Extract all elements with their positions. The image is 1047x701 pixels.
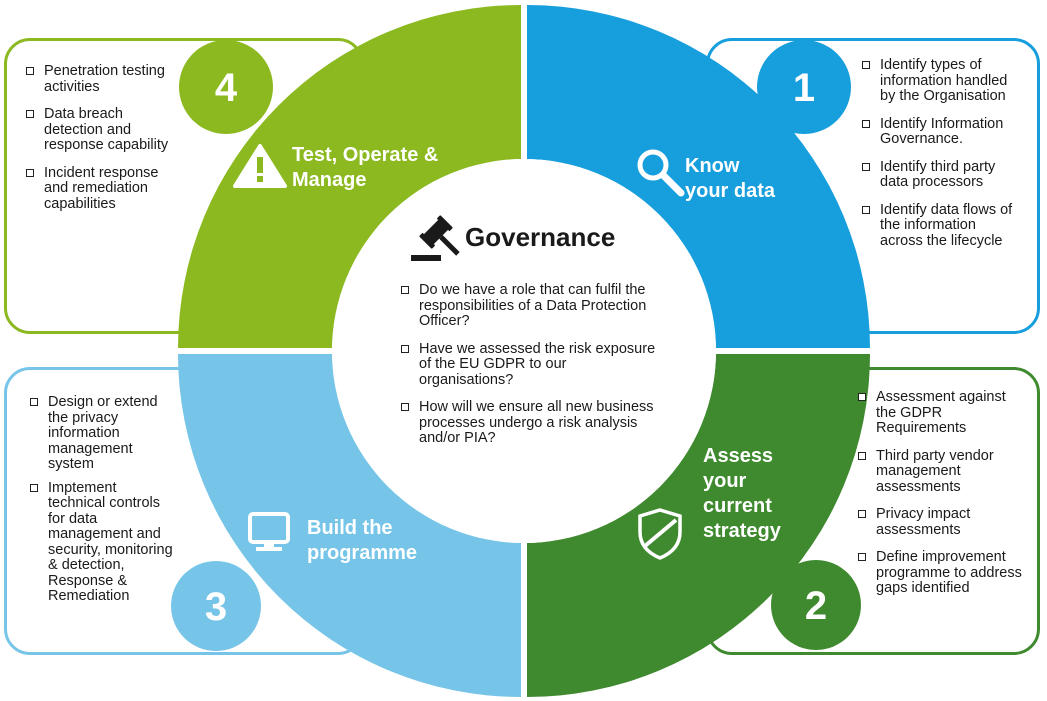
number-2: 2	[805, 584, 827, 628]
gavel-icon	[411, 215, 460, 261]
checkbox-icon	[26, 67, 34, 75]
checkbox-icon	[401, 286, 409, 294]
number-circle-3	[171, 561, 261, 651]
checkbox-icon	[862, 61, 870, 69]
checkbox-icon	[858, 510, 866, 518]
list-item: How will we ensure all new business proc…	[399, 399, 661, 447]
checkbox-icon	[862, 205, 870, 214]
number-circle-4	[179, 40, 273, 134]
number-circle-2	[771, 560, 861, 650]
quadrant-2-title-line-2: your	[703, 470, 747, 492]
list-item: Imptement technical controls for data ma…	[28, 480, 176, 605]
list-item: Penetration testing activities	[24, 63, 178, 95]
list-item: Identify types of information handled by…	[860, 57, 1020, 105]
number-3: 3	[205, 585, 227, 629]
governance-question-list: Do we have a role that can fulfil the re…	[399, 282, 661, 459]
quadrant-4-title-line-2: Manage	[292, 169, 366, 191]
quadrant-1-title-line-1: Know	[685, 155, 740, 177]
list-item: Do we have a role that can fulfil the re…	[399, 282, 661, 330]
checkbox-icon	[26, 110, 34, 118]
list-item: Design or extend the privacy information…	[28, 394, 176, 473]
checkbox-icon	[30, 398, 38, 406]
list-item: Identify data flows of the information a…	[860, 202, 1020, 250]
checkbox-icon	[401, 344, 409, 353]
quadrant-3-title-line-2: programme	[307, 542, 417, 564]
number-1: 1	[793, 66, 815, 110]
list-item: Incident response and remediation capabi…	[24, 165, 178, 213]
number-circle-1	[757, 40, 851, 134]
shield-icon	[638, 508, 682, 560]
checkbox-icon	[30, 483, 38, 492]
list-item: Define improvement programme to address …	[856, 549, 1028, 597]
quadrant-1-title-line-2: your data	[685, 180, 776, 202]
test-operate-list: Penetration testing activities Data brea…	[24, 63, 178, 224]
checkbox-icon	[858, 553, 866, 561]
magnifier-icon	[637, 149, 685, 197]
governance-title: Governance	[465, 222, 615, 252]
checkbox-icon	[862, 162, 870, 171]
warning-icon	[233, 144, 287, 188]
quadrant-2-title-line-3: current	[703, 495, 772, 517]
checkbox-icon	[26, 168, 34, 177]
build-programme-list: Design or extend the privacy information…	[28, 394, 176, 617]
quadrant-4-title-line-1: Test, Operate &	[292, 144, 438, 166]
checkbox-icon	[858, 451, 866, 460]
list-item: Have we assessed the risk exposure of th…	[399, 341, 661, 389]
number-4: 4	[215, 66, 238, 110]
list-item: Identify third party data processors	[860, 159, 1020, 191]
monitor-icon	[248, 512, 290, 551]
list-item: Third party vendor management assessment…	[856, 448, 1028, 496]
list-item: Privacy impact assessments	[856, 506, 1028, 538]
assess-strategy-list: Assessment against the GDPR Requirements…	[856, 389, 1028, 609]
know-data-list: Identify types of information handled by…	[860, 57, 1020, 261]
list-item: Assessment against the GDPR Requirements	[856, 389, 1028, 437]
checkbox-icon	[862, 119, 870, 128]
checkbox-icon	[858, 393, 866, 401]
quadrant-2-title-line-1: Assess	[703, 445, 773, 467]
quadrant-2-title-line-4: strategy	[703, 520, 782, 542]
quadrant-3-title-line-1: Build the	[307, 517, 393, 539]
list-item: Identify Information Governance.	[860, 116, 1020, 148]
list-item: Data breach detection and response capab…	[24, 106, 178, 154]
checkbox-icon	[401, 403, 409, 411]
